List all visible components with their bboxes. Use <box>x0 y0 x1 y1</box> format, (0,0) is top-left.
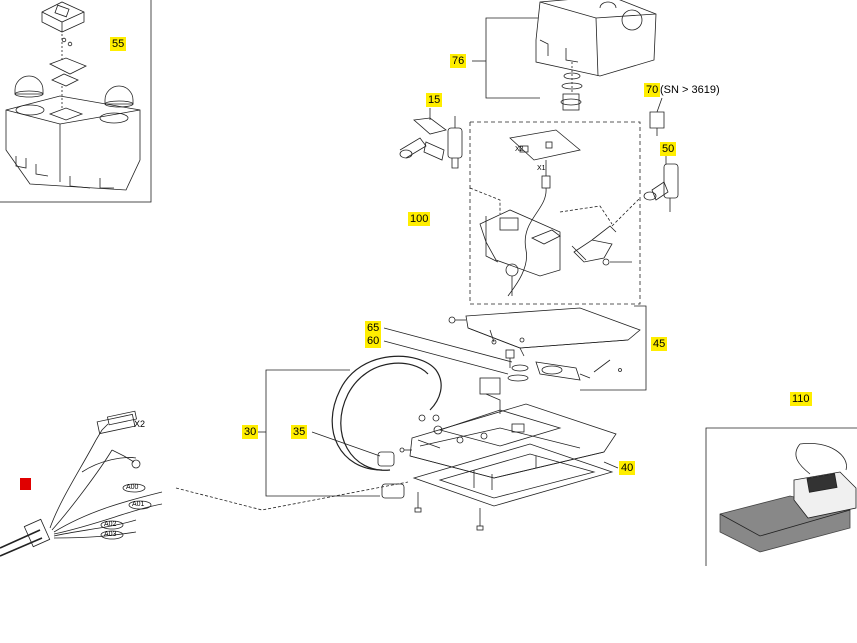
wire-tag-a00: A00 <box>126 484 139 491</box>
serial-number-note: (SN > 3619) <box>660 84 720 96</box>
top-housing-76 <box>535 0 657 77</box>
callout-35: 35 <box>291 425 308 439</box>
callout-100: 100 <box>408 212 431 226</box>
callout-70: 70 <box>644 83 661 97</box>
inset-top-left <box>0 0 152 203</box>
cable-harness-20 <box>0 410 163 557</box>
callout-60: 60 <box>365 334 382 348</box>
connector-x2-top-label: X2 <box>515 146 524 153</box>
callout-45: 45 <box>651 337 668 351</box>
callout-30: 30 <box>242 425 259 439</box>
callout-55: 55 <box>110 37 127 51</box>
callout-76: 76 <box>450 54 467 68</box>
wire-tag-a03: A03 <box>104 531 117 538</box>
callout-20: 20 <box>20 478 31 490</box>
callout-40: 40 <box>619 461 636 475</box>
wire-tag-a01: A01 <box>132 501 145 508</box>
callout-15: 15 <box>426 93 443 107</box>
callout-65: 65 <box>365 321 382 335</box>
valves-15 <box>399 108 463 169</box>
connector-x1-label: X1 <box>537 165 546 172</box>
connector-x2-cable-label: X2 <box>134 419 146 429</box>
wire-tag-a02: A02 <box>104 521 117 528</box>
callout-50: 50 <box>660 142 677 156</box>
inset-bottom-right <box>705 427 857 566</box>
callout-110: 110 <box>790 392 812 406</box>
base-plate-40 <box>409 377 617 531</box>
pedal-plate-45 <box>448 307 641 381</box>
